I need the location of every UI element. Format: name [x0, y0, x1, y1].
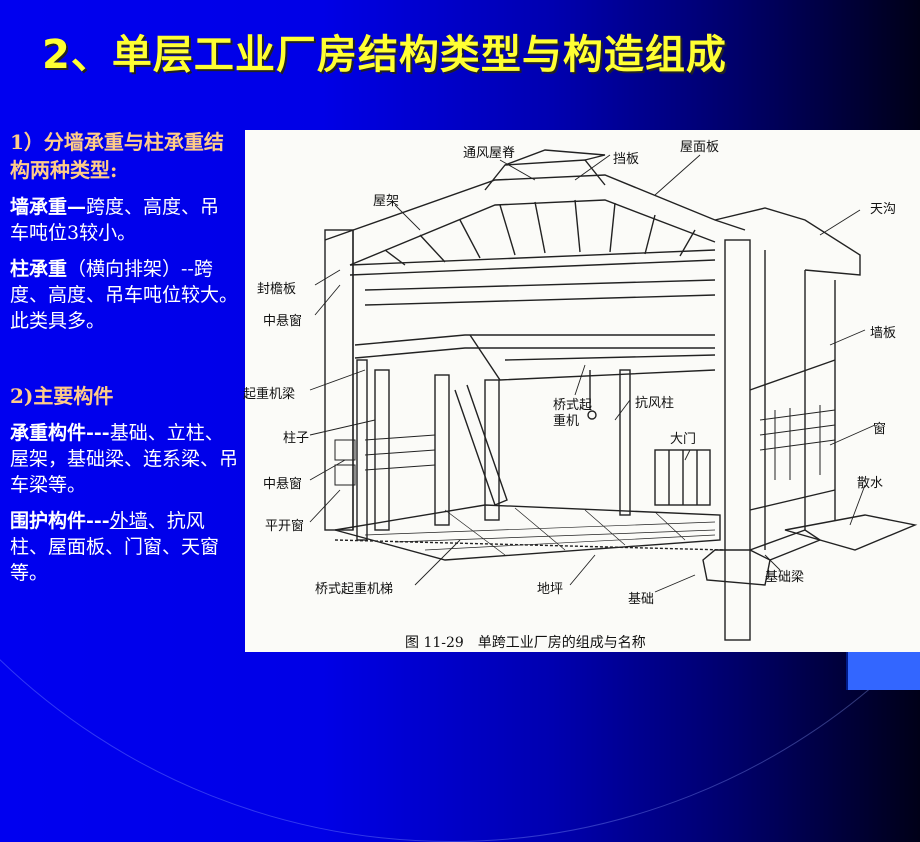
label-baffle: 挡板 [613, 152, 640, 167]
label-wall-panel: 墙板 [870, 326, 897, 341]
separator: --- [86, 422, 110, 444]
term: 柱承重 [10, 258, 68, 280]
label-apron: 散水 [857, 476, 884, 491]
label-eave-panel: 封檐板 [257, 282, 297, 297]
term: 承重构件 [10, 422, 87, 444]
description: 基础、立柱、屋架，基础梁、连系梁、吊车梁等。 [10, 422, 239, 496]
label-crane-ladder: 桥式起重机梯 [315, 582, 394, 597]
label-ventilated-ridge: 通风屋脊 [463, 146, 516, 161]
label-foundation: 基础 [628, 592, 655, 607]
wall-bearing-item: 墙承重—跨度、高度、吊车吨位3较小。 [10, 194, 238, 246]
corner-decoration-box [846, 652, 920, 690]
label-roof-panel: 屋面板 [680, 140, 720, 155]
label-wind-column: 抗风柱 [635, 396, 675, 411]
label-gutter: 天沟 [870, 202, 897, 217]
load-bearing-members-item: 承重构件---基础、立柱、屋架，基础梁、连系梁、吊车梁等。 [10, 420, 238, 498]
slide-title: 2、单层工业厂房结构类型与构造组成 [42, 32, 727, 78]
label-bridge-crane: 桥式起重机 [553, 398, 593, 429]
left-text-panel: 1）分墙承重与柱承重结构两种类型: 墙承重—跨度、高度、吊车吨位3较小。 柱承重… [10, 128, 238, 596]
label-foundation-beam: 基础梁 [765, 570, 805, 585]
separator: — [67, 196, 87, 218]
label-column: 柱子 [283, 431, 310, 446]
section1-heading: 1）分墙承重与柱承重结构两种类型: [10, 130, 224, 182]
label-window: 窗 [873, 422, 887, 437]
underlined-link-text: 外墙 [109, 510, 148, 532]
separator: --- [86, 510, 110, 532]
enclosure-members-item: 围护构件---外墙、抗风柱、屋面板、门窗、天窗等。 [10, 508, 238, 586]
label-floor: 地坪 [537, 582, 564, 597]
description: 、抗风柱、屋面板、门窗、天窗等。 [10, 510, 220, 584]
factory-diagram: 通风屋脊 挡板 屋面板 屋架 天沟 封檐板 中悬窗 墙板 起重机梁 桥式起重机 … [243, 130, 920, 652]
label-center-pivot-window-top: 中悬窗 [263, 314, 303, 329]
description: （横向排架）--跨度、高度、吊车吨位较大。此类具多。 [10, 258, 239, 332]
term: 墙承重 [10, 196, 68, 218]
term: 围护构件 [10, 510, 87, 532]
label-main-door: 大门 [670, 432, 697, 447]
section2-heading: 2)主要构件 [10, 384, 114, 408]
label-center-pivot-window: 中悬窗 [263, 477, 303, 492]
label-casement-window: 平开窗 [265, 519, 305, 534]
description: 跨度、高度、吊车吨位3较小。 [10, 196, 220, 244]
figure-caption: 图 11-29 单跨工业厂房的组成与名称 [405, 635, 646, 651]
factory-line-drawing [309, 149, 918, 641]
label-crane-beam: 起重机梁 [243, 387, 296, 402]
label-roof-truss: 屋架 [373, 194, 400, 209]
column-bearing-item: 柱承重（横向排架）--跨度、高度、吊车吨位较大。此类具多。 [10, 256, 238, 334]
